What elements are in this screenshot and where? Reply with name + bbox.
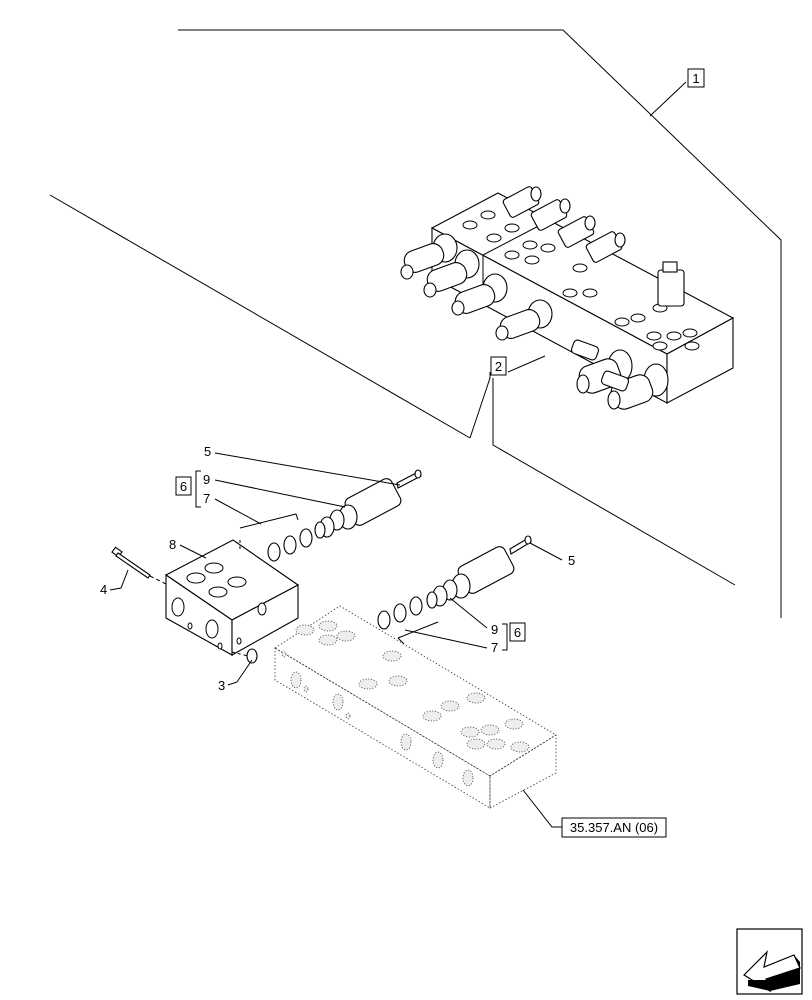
assembly-boundary-lines	[49, 29, 782, 618]
svg-text:35.357.AN (06): 35.357.AN (06)	[570, 820, 658, 835]
callout-4[interactable]: 4	[100, 582, 107, 597]
callout-7-lower[interactable]: 7	[491, 640, 498, 655]
front-solenoid-group	[400, 233, 669, 410]
lower-seal-rings	[377, 596, 439, 645]
next-page-arrow-icon[interactable]	[736, 928, 803, 995]
callout-2[interactable]: 2	[490, 356, 507, 376]
svg-text:5: 5	[204, 444, 211, 459]
callout-9-upper[interactable]: 9	[203, 472, 210, 487]
svg-text:2: 2	[495, 359, 502, 374]
svg-text:9: 9	[203, 472, 210, 487]
small-valve-body	[164, 539, 300, 656]
reference-callout[interactable]: 35.357.AN (06)	[561, 817, 667, 838]
callout-3[interactable]: 3	[218, 678, 225, 693]
callout-8[interactable]: 8	[169, 537, 176, 552]
phantom-valve-block	[274, 605, 557, 809]
callout-1[interactable]: 1	[687, 68, 705, 88]
callout-7-upper[interactable]: 7	[203, 491, 210, 506]
rear-solenoid-group	[502, 186, 685, 307]
svg-text:6: 6	[180, 479, 187, 494]
callout-9-lower[interactable]: 9	[491, 622, 498, 637]
svg-text:1: 1	[692, 71, 699, 86]
svg-text:5: 5	[568, 553, 575, 568]
callout-5-upper[interactable]: 5	[204, 444, 211, 459]
svg-text:7: 7	[203, 491, 210, 506]
block-top-holes	[462, 210, 700, 351]
svg-text:6: 6	[514, 625, 521, 640]
leader-lines	[109, 452, 563, 828]
svg-text:9: 9	[491, 622, 498, 637]
valve-block-assembly	[400, 186, 735, 410]
lower-solenoid-cartridge	[426, 535, 532, 609]
svg-text:3: 3	[218, 678, 225, 693]
upper-seal-rings	[239, 513, 313, 562]
svg-text:7: 7	[491, 640, 498, 655]
svg-text:8: 8	[169, 537, 176, 552]
svg-text:4: 4	[100, 582, 107, 597]
bolt-4	[111, 546, 167, 585]
callout-6-upper[interactable]: 6	[175, 470, 201, 508]
o-ring-3	[231, 648, 258, 664]
callout-6-lower[interactable]: 6	[502, 622, 526, 651]
callout-5-lower[interactable]: 5	[568, 553, 575, 568]
upper-solenoid-cartridge	[314, 469, 422, 539]
